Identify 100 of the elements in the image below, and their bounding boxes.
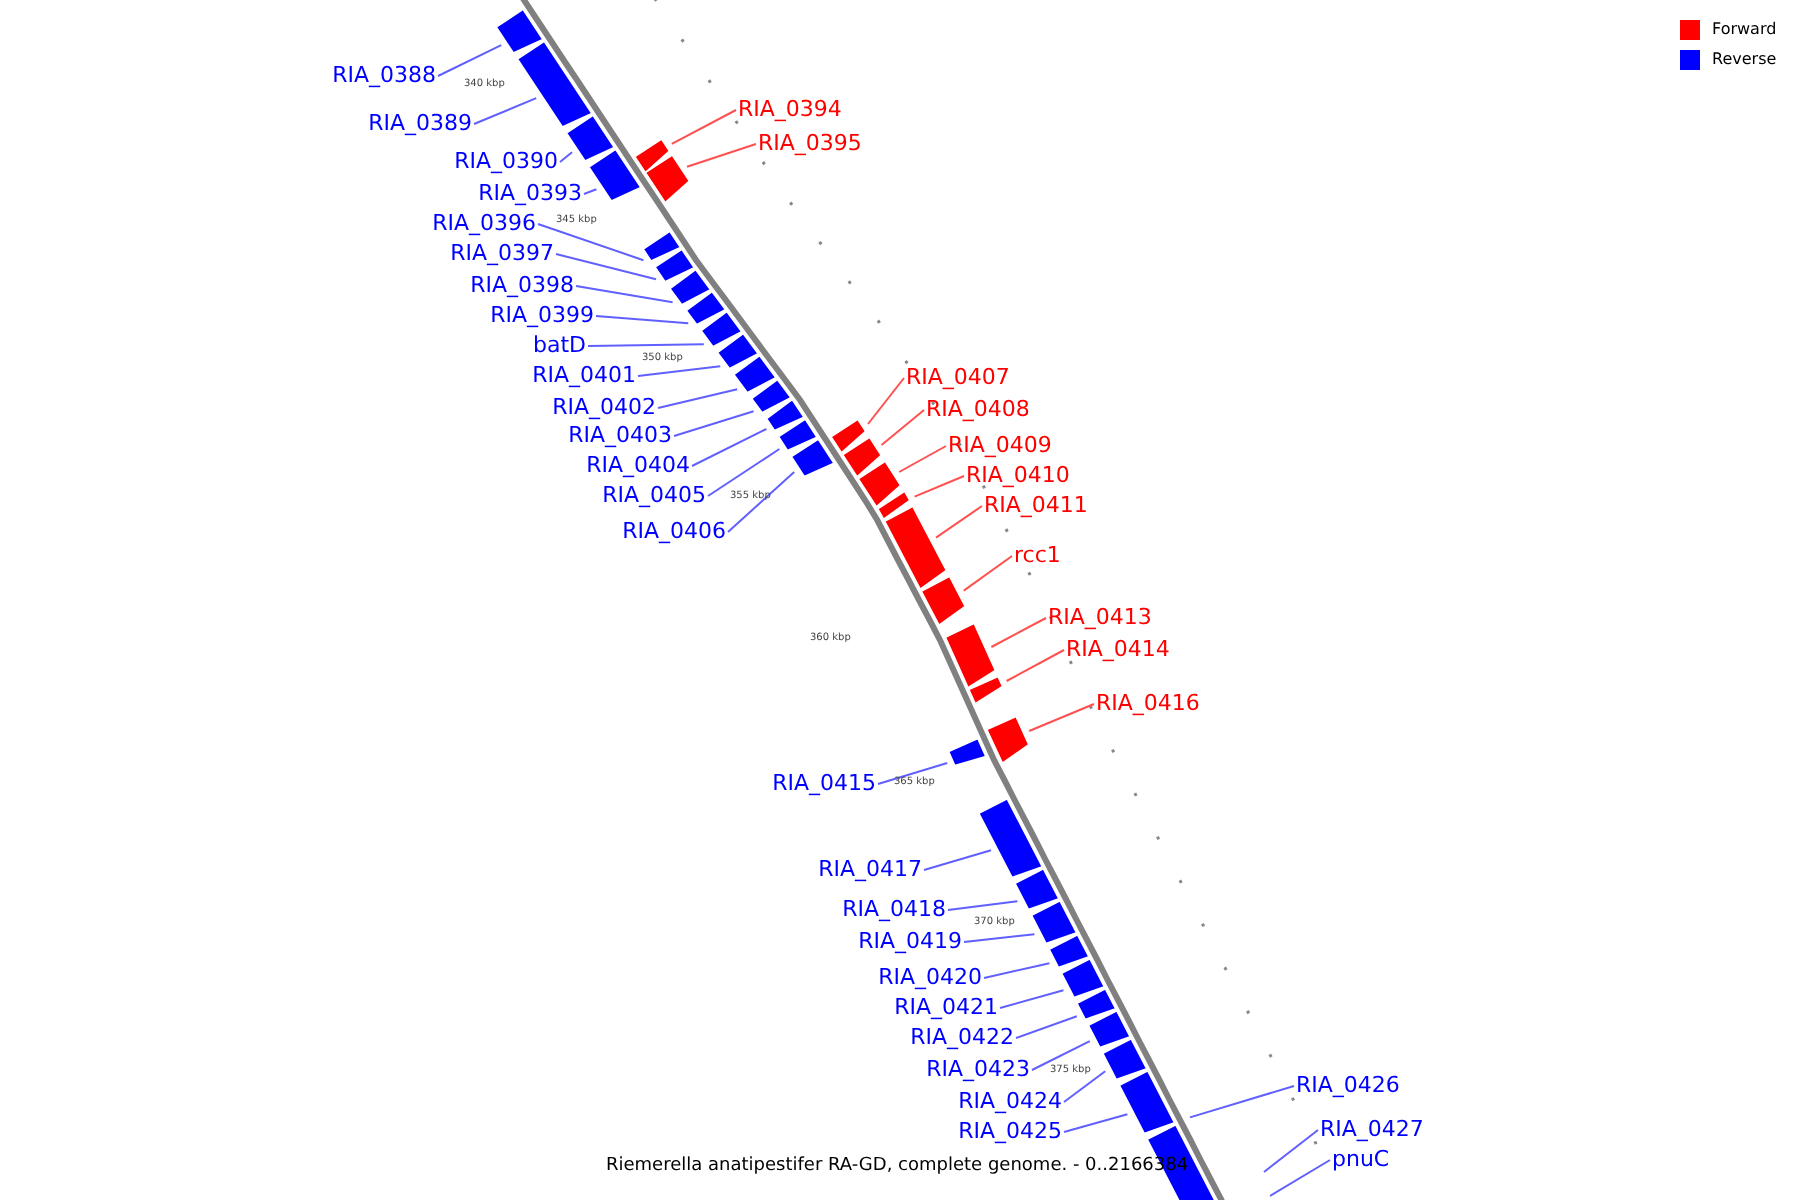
leader-line — [1063, 1113, 1129, 1133]
leader-line — [575, 285, 674, 304]
gene-block — [668, 268, 712, 306]
gene-block — [967, 675, 1004, 705]
gene-label: RIA_0417 — [818, 856, 922, 882]
leader-line — [923, 849, 992, 871]
gene-block — [920, 575, 967, 627]
leader-line — [962, 555, 1013, 592]
gene-label: RIA_0407 — [906, 364, 1010, 390]
leader-line — [537, 223, 645, 262]
leader-line — [1269, 1159, 1331, 1197]
gene-block — [985, 715, 1030, 765]
gene-block — [732, 354, 777, 394]
gene-label: RIA_0415 — [772, 770, 876, 796]
gene-block — [977, 797, 1044, 879]
gene-block — [700, 310, 743, 348]
leader-line — [1031, 1040, 1091, 1071]
gene-block — [765, 398, 806, 432]
gene-label: pnuC — [1332, 1146, 1390, 1172]
leader-line — [1015, 1015, 1078, 1039]
gene-block — [653, 248, 696, 283]
gene-label: RIA_0427 — [1320, 1116, 1424, 1142]
leader-line — [880, 409, 925, 446]
gene-label: RIA_0394 — [738, 96, 842, 122]
leader-line — [1005, 649, 1065, 682]
gene-label: batD — [532, 332, 586, 358]
gene-block — [947, 737, 987, 767]
gene-label: RIA_0409 — [948, 432, 1052, 458]
gene-label: RIA_0398 — [470, 272, 574, 298]
leader-line — [947, 900, 1019, 911]
legend-label: Forward — [1712, 20, 1777, 40]
gene-block — [1060, 957, 1106, 999]
gene-label: RIA_0408 — [926, 396, 1030, 422]
leader-line — [473, 97, 538, 125]
leader-line — [670, 109, 737, 145]
gene-label: RIA_0414 — [1066, 636, 1170, 662]
gene-block — [1087, 1009, 1132, 1049]
gene-label: RIA_0404 — [586, 452, 690, 478]
gene-block — [829, 418, 867, 454]
gene-label: RIA_0416 — [1096, 690, 1200, 716]
leader-line — [559, 151, 573, 163]
gene-label: RIA_0389 — [368, 110, 472, 136]
leader-line — [673, 410, 755, 437]
gene-block — [1048, 933, 1091, 969]
leader-line — [686, 143, 757, 168]
leader-line — [1189, 1085, 1295, 1119]
leader-line — [999, 989, 1065, 1009]
gene-label: RIA_0419 — [858, 928, 962, 954]
gene-block — [1013, 867, 1061, 911]
gene-label: RIA_0421 — [894, 994, 998, 1020]
gene-block — [1030, 899, 1078, 945]
leader-line — [437, 44, 503, 77]
gene-block — [495, 8, 544, 54]
gene-label: RIA_0397 — [450, 240, 554, 266]
gene-label: rcc1 — [1014, 542, 1061, 568]
leader-line — [1028, 703, 1095, 732]
leader-line — [637, 365, 722, 377]
gene-label: RIA_0399 — [490, 302, 594, 328]
gene-block — [644, 153, 691, 204]
gene-label: RIA_0402 — [552, 394, 656, 420]
gene-label: RIA_0422 — [910, 1024, 1014, 1050]
gene-block — [1075, 987, 1117, 1021]
leader-line — [727, 471, 796, 533]
gene-label: RIA_0393 — [478, 180, 582, 206]
gene-label: RIA_0406 — [622, 518, 726, 544]
leader-line — [913, 475, 965, 498]
gene-label: RIA_0418 — [842, 896, 946, 922]
leader-line — [983, 962, 1051, 979]
gene-block — [1101, 1037, 1148, 1081]
gene-block — [841, 436, 883, 478]
leader-line — [1263, 1129, 1319, 1173]
gene-block — [857, 460, 902, 508]
gene-label: RIA_0390 — [454, 148, 558, 174]
leader-line — [595, 315, 690, 325]
gene-label: RIA_0396 — [432, 210, 536, 236]
legend-label: Reverse — [1712, 50, 1777, 70]
leader-line — [707, 448, 781, 497]
leader-line — [1063, 1070, 1107, 1103]
leader-line — [963, 933, 1036, 943]
gene-block — [587, 148, 642, 202]
gene-label: RIA_0395 — [758, 130, 862, 156]
gene-block — [716, 332, 760, 370]
leader-line — [990, 617, 1047, 648]
gene-block — [777, 418, 819, 452]
gene-block — [685, 290, 727, 326]
leader-line — [935, 505, 983, 539]
gene-block — [1118, 1069, 1176, 1135]
leader-line — [657, 388, 739, 409]
leader-line — [691, 428, 768, 467]
leader-line — [587, 343, 705, 347]
gene-label: RIA_0401 — [532, 362, 636, 388]
gene-block — [565, 114, 616, 162]
gene-block — [516, 40, 593, 128]
gene-label: RIA_0420 — [878, 964, 982, 990]
leader-line — [555, 253, 657, 281]
gene-label: RIA_0388 — [332, 62, 436, 88]
leader-line — [867, 377, 905, 425]
gene-label: RIA_0411 — [984, 492, 1088, 518]
gene-label: RIA_0405 — [602, 482, 706, 508]
gene-block — [876, 490, 911, 521]
